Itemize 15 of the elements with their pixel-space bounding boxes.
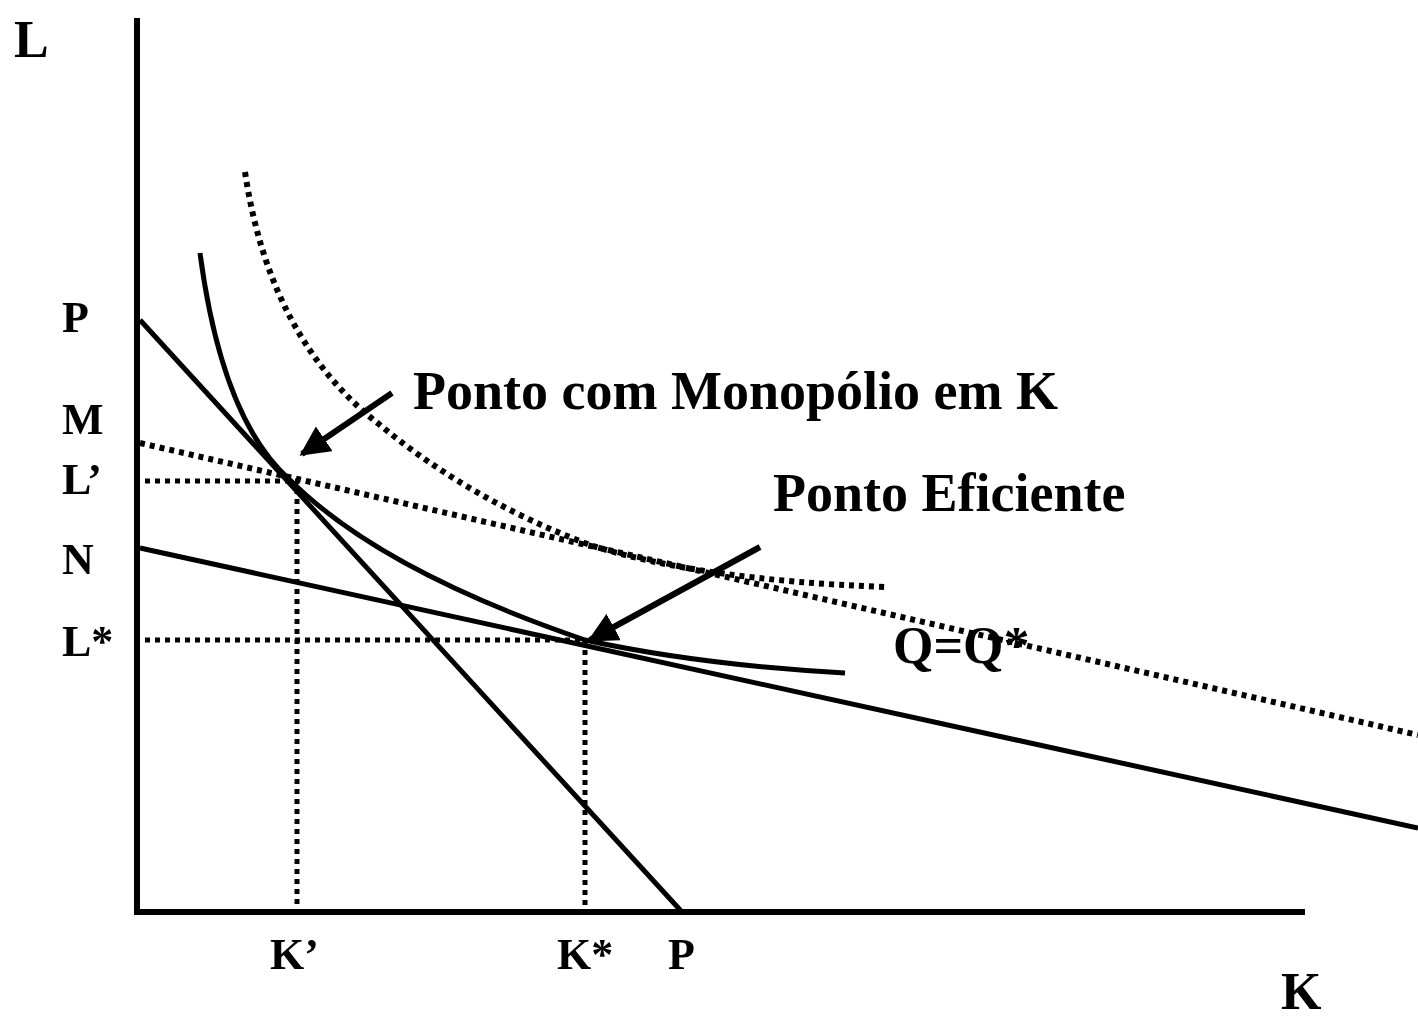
axis-label: L <box>14 14 49 66</box>
callout-text: Ponto Eficiente <box>773 464 1126 524</box>
arrow <box>587 544 762 643</box>
callout-text: Ponto com Monopólio em K <box>413 362 1058 422</box>
axis-label: M <box>62 398 104 442</box>
axis-label: P <box>668 933 695 977</box>
axis-label: N <box>62 538 94 582</box>
axis-label: L* <box>62 620 114 664</box>
axis-label: K <box>1281 966 1322 1018</box>
axis-label: L’ <box>62 458 102 502</box>
axis-label: Q=Q* <box>893 620 1030 672</box>
arrow <box>299 390 394 457</box>
axis-label: K’ <box>270 933 319 977</box>
axis-label: P <box>62 296 89 340</box>
axis-label: K* <box>557 933 614 977</box>
